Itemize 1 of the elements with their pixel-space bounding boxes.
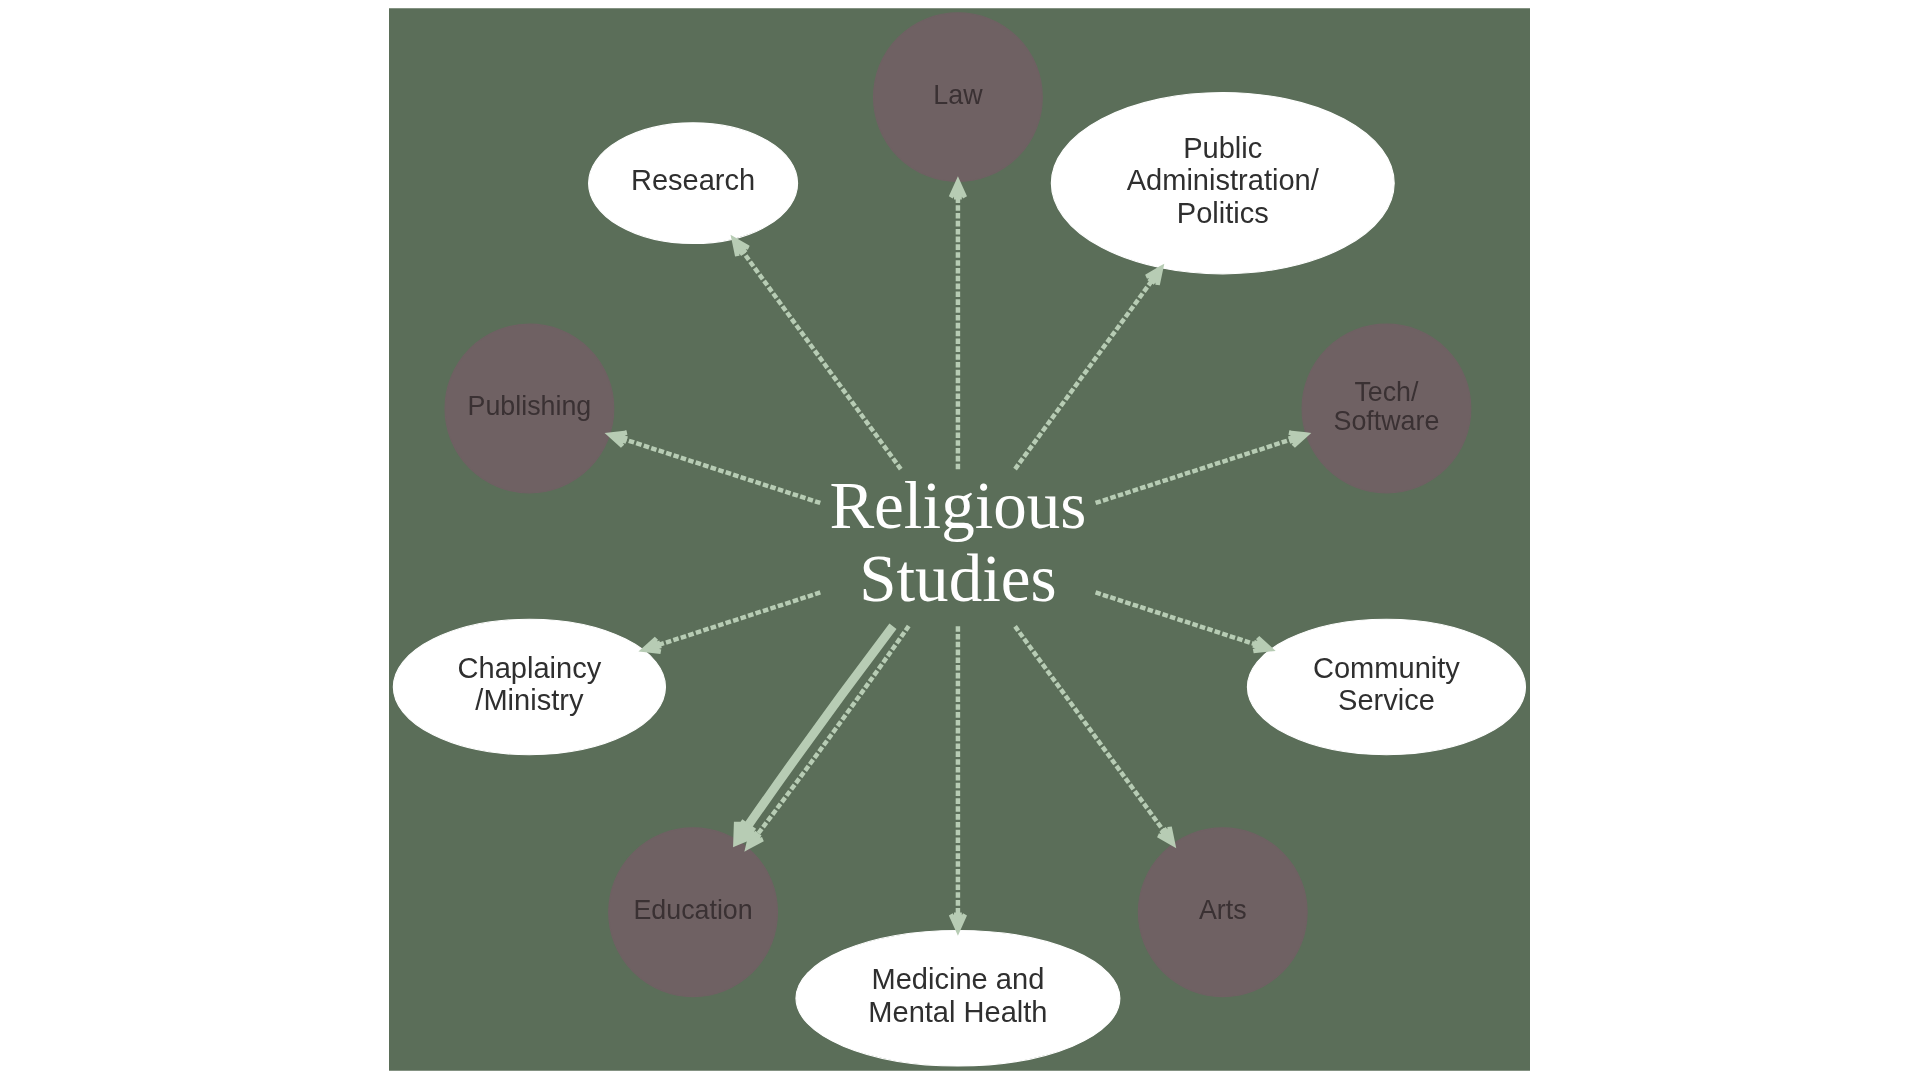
node-text: Religious Studies [829,467,1087,617]
